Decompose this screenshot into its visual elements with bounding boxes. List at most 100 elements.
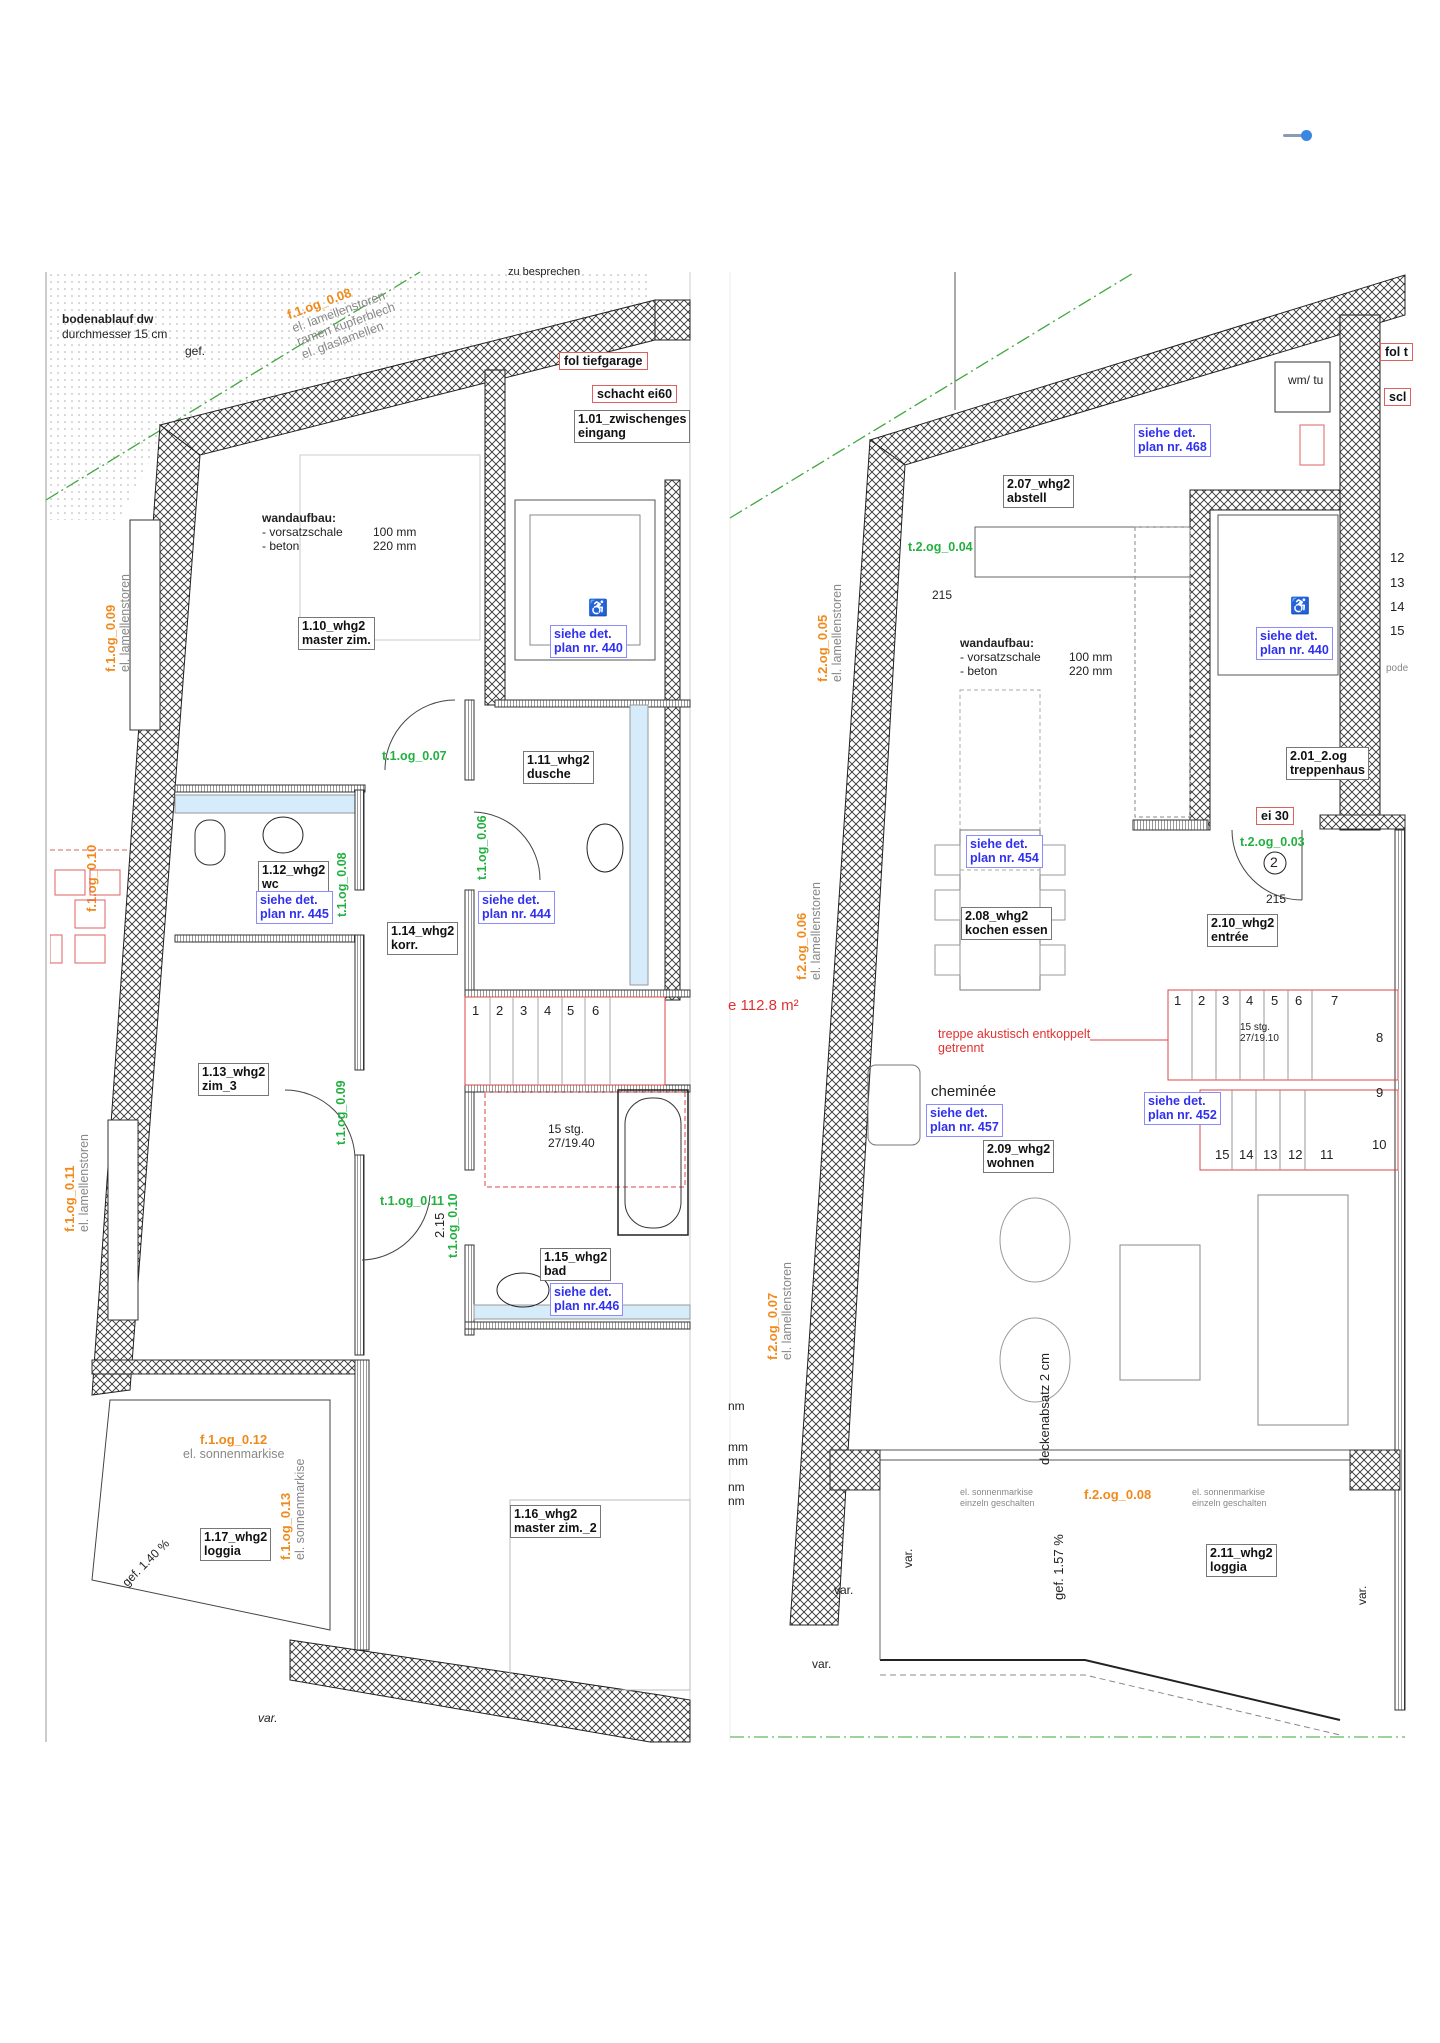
stair-step-number: 13 <box>1263 1147 1278 1162</box>
window-desc: el. lamellenstoren <box>780 1262 794 1360</box>
wall <box>789 439 906 1626</box>
window-desc: el. lamellenstoren <box>77 1134 91 1232</box>
detail-text: siehe det. <box>482 893 540 907</box>
room-name: bad <box>544 1264 567 1279</box>
zoom-slider-track[interactable] <box>1283 134 1307 137</box>
room-name: korr. <box>391 938 419 953</box>
room-id: 1.17_whg2 <box>204 1530 268 1544</box>
window-label-f2og007: f.2.og_0.07 el. lamellenstoren <box>765 1262 794 1360</box>
room-name: treppenhaus <box>1290 763 1366 778</box>
door-label: t.2.og_0.03 <box>1240 835 1305 849</box>
var-label: var. <box>901 1548 915 1568</box>
property-line <box>729 271 1136 519</box>
stair-step-number: 14 <box>1239 1147 1254 1162</box>
detail-ref-457[interactable]: siehe det.plan nr. 457 <box>926 1104 1003 1137</box>
wall <box>174 784 366 793</box>
side-unit-label: mm <box>728 1440 748 1454</box>
stair-step-number: 5 <box>1271 993 1279 1008</box>
detail-text: siehe det. <box>1138 426 1196 440</box>
note-zu-besprechen: zu besprechen <box>508 266 581 278</box>
stair-info-2: 27/19.10 <box>1240 1033 1279 1044</box>
room-name: entrée <box>1211 930 1249 945</box>
stair-info-1: 15 stg. <box>548 1122 585 1136</box>
room-name: dusche <box>527 767 571 782</box>
detail-ref-446[interactable]: siehe det.plan nr.446 <box>550 1283 624 1316</box>
room-id: 1.12_whg2 <box>262 863 326 877</box>
side-unit-label: nm <box>728 1399 745 1413</box>
stair-step-number: 9 <box>1376 1085 1384 1100</box>
stair-step-number: 5 <box>567 1003 575 1018</box>
cheminee-label: cheminée <box>931 1083 997 1100</box>
stair-step-number: 1 <box>1174 993 1182 1008</box>
detail-ref-445[interactable]: siehe det.plan nr. 445 <box>256 891 333 924</box>
room-name: wohnen <box>987 1156 1035 1171</box>
stair <box>1199 1089 1399 1171</box>
detail-ref-468[interactable]: siehe det.plan nr. 468 <box>1134 424 1211 457</box>
stair-info-2: 27/19.40 <box>548 1136 595 1150</box>
door-label: t.1.og_0.07 <box>382 749 447 763</box>
stair-step-number: 3 <box>1222 993 1230 1008</box>
window-desc: el. sonnenmarkise <box>183 1447 285 1461</box>
coffee-table <box>1119 1244 1201 1381</box>
detail-text: siehe det. <box>970 837 1028 851</box>
zoom-slider-handle[interactable] <box>1301 130 1312 141</box>
terrace-dotted-area <box>46 272 650 520</box>
wall <box>354 789 365 891</box>
stair-step-number: 2 <box>1198 993 1206 1008</box>
detail-ref-440[interactable]: siehe det.plan nr. 440 <box>1256 627 1333 660</box>
tag-fol-partial: fol t <box>1380 343 1413 361</box>
stair-step-number: 15 <box>1215 1147 1230 1162</box>
window-desc: el. sonnenmarkise <box>293 1458 307 1560</box>
wall <box>354 1359 370 1651</box>
detail-text: siehe det. <box>930 1106 988 1120</box>
slope-label: gef. 1.57 % <box>1051 1534 1066 1600</box>
wandaufbau-value1: 100 mm <box>1069 650 1113 664</box>
wall <box>174 934 361 943</box>
sofa <box>1257 1194 1349 1426</box>
var-label: var. <box>258 1711 278 1725</box>
wheelchair-icon: ♿ <box>588 600 608 617</box>
side-unit-label: nm <box>728 1480 745 1494</box>
room-id: 1.15_whg2 <box>544 1250 608 1264</box>
room-name: master zim._2 <box>514 1521 597 1536</box>
zoom-slider[interactable] <box>1283 130 1313 141</box>
detail-ref-452[interactable]: siehe det.plan nr. 452 <box>1144 1092 1221 1125</box>
washer-dryer <box>1274 361 1331 413</box>
wall <box>289 1639 691 1743</box>
bathtub <box>617 1089 689 1236</box>
room-id: 2.09_whg2 <box>987 1142 1051 1156</box>
detail-ref-454[interactable]: siehe det.plan nr. 454 <box>966 835 1043 868</box>
door-label: t.1.og_0.10 <box>446 1193 460 1258</box>
loggia-outline <box>91 1399 331 1631</box>
stair-step-number: 1 <box>472 1003 480 1018</box>
fireplace <box>867 1064 921 1146</box>
window-code: f.2.og_0.05 <box>815 614 830 682</box>
stair-note-2: getrennt <box>938 1041 984 1055</box>
wall <box>829 1449 1401 1461</box>
wall <box>464 889 475 996</box>
room-id: 1.14_whg2 <box>391 924 455 938</box>
fire-rating-tag: ei 30 <box>1256 807 1294 825</box>
side-unit-label: mm <box>728 1454 748 1468</box>
kitchen-island <box>959 689 1041 871</box>
detail-ref-440[interactable]: siehe det.plan nr. 440 <box>550 625 627 658</box>
var-label: var. <box>834 1583 854 1597</box>
detail-ref-444[interactable]: siehe det.plan nr. 444 <box>478 891 555 924</box>
markise-note: einzeln geschalten <box>960 1498 1035 1508</box>
stair-step-number: 2 <box>496 1003 504 1018</box>
